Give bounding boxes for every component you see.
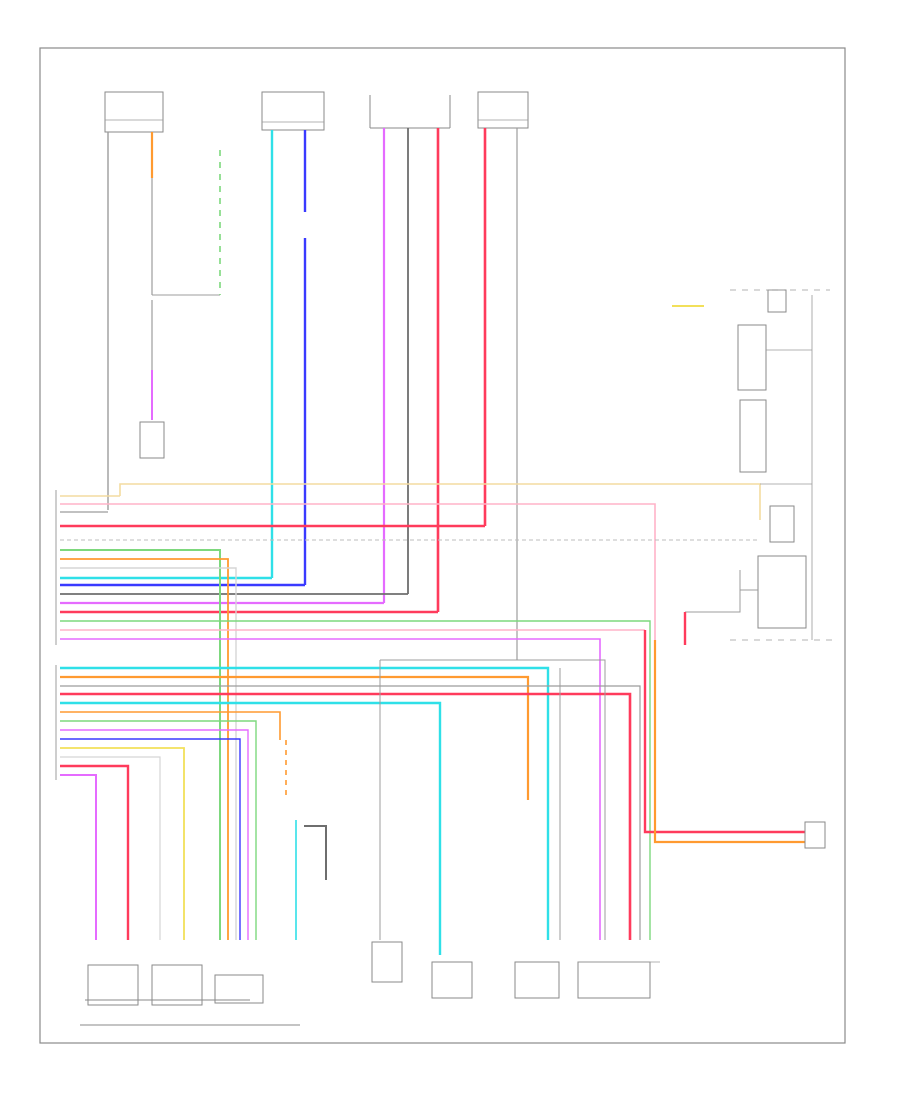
middle-gray-harness bbox=[379, 659, 606, 940]
top-component-1 bbox=[104, 91, 164, 133]
lower-connector-rows bbox=[60, 666, 641, 955]
bottom-component-c bbox=[514, 961, 560, 999]
diagram-frame bbox=[39, 47, 846, 1044]
component-2-wiring bbox=[60, 130, 307, 587]
top-component-3 bbox=[369, 95, 451, 129]
bottom-switch-assembly bbox=[80, 964, 300, 1026]
top-component-2 bbox=[261, 91, 325, 131]
lower-ground-wiring bbox=[285, 740, 327, 940]
top-left-switch-wiring bbox=[107, 132, 221, 510]
component-3-wiring bbox=[60, 128, 440, 614]
left-connector-rows bbox=[60, 483, 761, 940]
top-component-4 bbox=[477, 91, 529, 129]
bottom-component-b bbox=[431, 961, 473, 999]
right-harness bbox=[643, 630, 826, 849]
bottom-component-a bbox=[371, 941, 403, 983]
bottom-component-d bbox=[577, 961, 660, 999]
component-4-wiring bbox=[60, 128, 518, 660]
right-control-unit bbox=[672, 289, 838, 645]
